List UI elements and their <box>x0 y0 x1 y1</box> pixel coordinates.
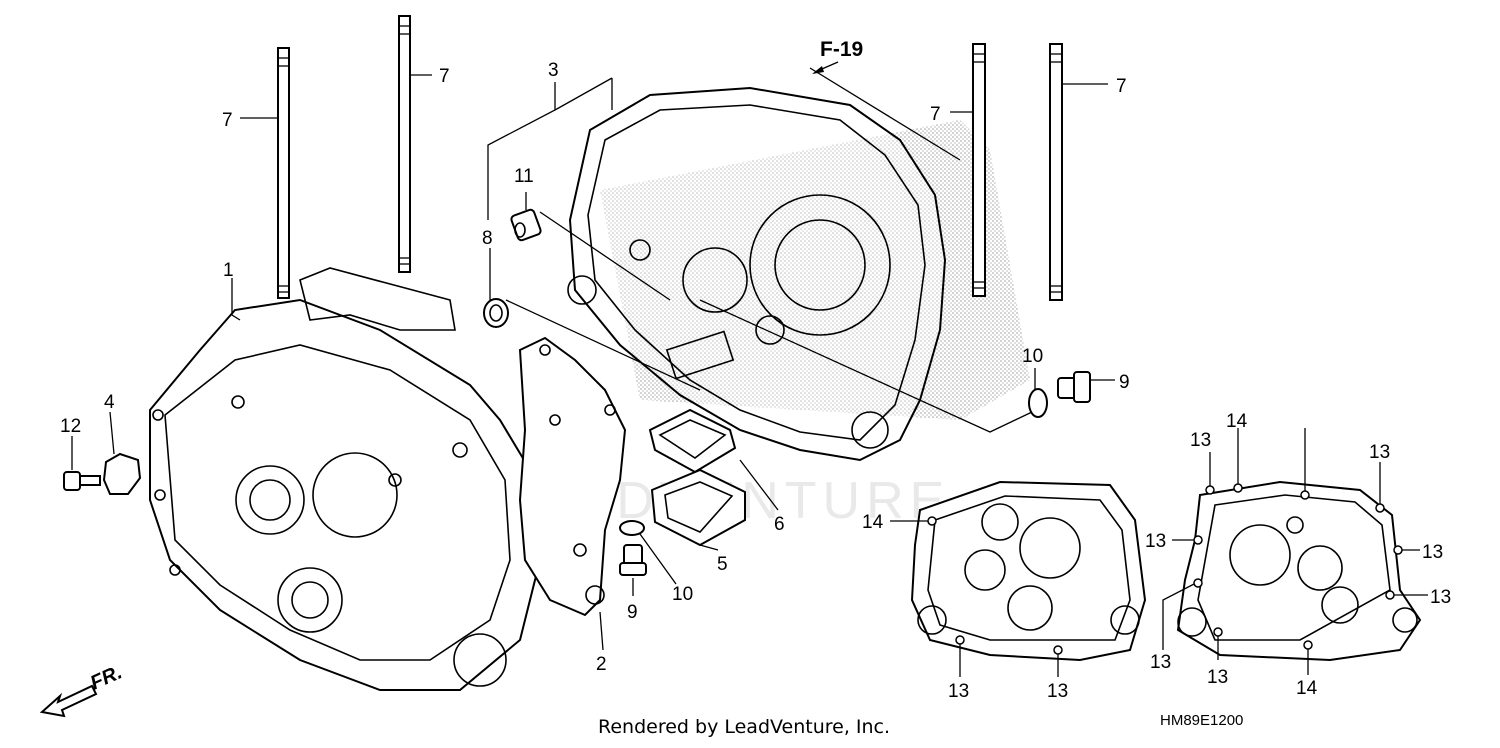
left-crankcase <box>149 298 542 691</box>
callout-14: 14 <box>862 512 884 533</box>
callout-13: 14 <box>1296 678 1318 699</box>
callout-6: 6 <box>774 514 785 535</box>
callout-13: 13 <box>1369 442 1390 463</box>
bolt-holes-13 <box>927 483 1403 655</box>
leader-lines <box>71 67 1428 677</box>
front-direction-label: FR. <box>87 661 125 694</box>
gasket-holes <box>539 344 616 605</box>
callout-14: 14 <box>1226 411 1248 432</box>
diagram-code: HM89E1200 <box>1160 712 1244 729</box>
callout-13: 13 <box>1145 531 1166 552</box>
breather-plate <box>299 267 456 331</box>
callout-7: 7 <box>1116 76 1127 97</box>
crankcase-gasket <box>518 336 627 617</box>
callout-7: 7 <box>439 66 450 87</box>
inner-view-left <box>910 480 1147 662</box>
stipple-shading <box>600 120 1030 420</box>
oil-strainer-6 <box>648 408 737 474</box>
callout-7: 7 <box>930 104 941 125</box>
callout-7: 7 <box>222 110 233 131</box>
footer-credit: Rendered by LeadVenture, Inc. <box>598 716 891 738</box>
callout-10: 10 <box>672 584 693 605</box>
stud-bolt-right-1 <box>972 43 986 297</box>
callout-8: 8 <box>482 228 493 249</box>
reference-label: F-19 <box>820 38 863 61</box>
callouts: 1 2 3 4 5 6 7 7 7 7 8 9 9 10 10 11 12 13… <box>60 60 1451 702</box>
drain-bolt-9-right <box>1057 371 1091 403</box>
stud-bolt-left-short <box>277 47 290 299</box>
callout-3: 3 <box>548 60 559 81</box>
callout-13: 13 <box>1047 681 1068 702</box>
callout-13: 13 <box>1422 542 1443 563</box>
front-direction-arrow <box>39 684 98 718</box>
bolt-12 <box>63 471 101 491</box>
callout-13: 13 <box>1150 652 1171 673</box>
callout-13: 13 <box>1190 430 1211 451</box>
reference-arrow <box>812 61 839 74</box>
callout-4: 4 <box>104 392 115 413</box>
stud-bolt-right-2 <box>1049 43 1063 301</box>
callout-11: 11 <box>514 166 534 187</box>
callout-9: 9 <box>627 602 638 623</box>
callout-2: 2 <box>596 654 607 675</box>
dowel-pin-11 <box>510 208 542 242</box>
callout-13: 13 <box>948 681 969 702</box>
washer-10-right <box>1028 388 1048 418</box>
callout-5: 5 <box>717 554 728 575</box>
cover-plate-4 <box>102 452 142 495</box>
callout-9: 9 <box>1119 372 1130 393</box>
washer-10-left <box>619 520 645 536</box>
right-crankcase <box>567 86 947 462</box>
callout-1: 1 <box>223 260 234 281</box>
stud-bolt-left-tall <box>398 15 411 273</box>
oil-seal-8 <box>483 298 509 328</box>
callout-13: 13 <box>1430 587 1451 608</box>
oil-strainer-5 <box>650 468 746 547</box>
drain-bolt-9-left <box>619 544 647 576</box>
callout-12: 12 <box>60 416 81 437</box>
callout-10: 10 <box>1022 346 1043 367</box>
callout-13: 13 <box>1207 667 1228 688</box>
